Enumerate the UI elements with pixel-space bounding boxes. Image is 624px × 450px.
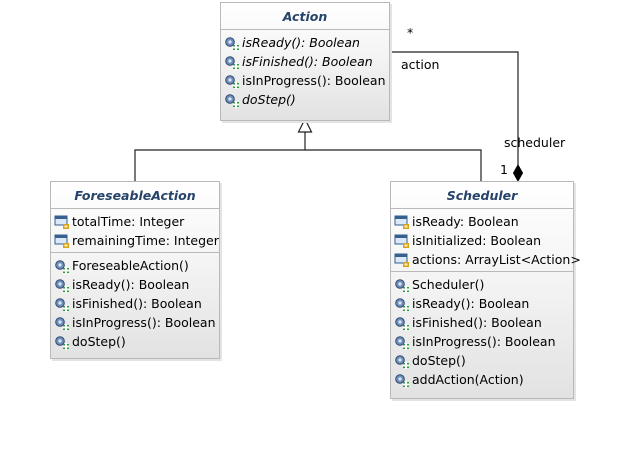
inheritance-arrowhead: [297, 117, 313, 133]
method-icon: [395, 335, 409, 350]
role-action-label: action: [401, 57, 440, 72]
operation-row[interactable]: isFinished(): Boolean: [391, 313, 573, 332]
generalization-line-scheduler: [305, 149, 482, 181]
operation-row[interactable]: isInProgress(): Boolean: [391, 332, 573, 351]
method-icon: [225, 36, 239, 51]
field-icon: [394, 215, 409, 229]
class-action[interactable]: Action isReady(): Boolean isFinished(): …: [220, 2, 390, 121]
class-name: ForeseableAction: [51, 182, 219, 209]
attribute-row[interactable]: isInitialized: Boolean: [391, 231, 573, 250]
field-icon: [394, 234, 409, 248]
operation-row[interactable]: isReady(): Boolean: [51, 275, 219, 294]
operation-row[interactable]: isReady(): Boolean: [221, 33, 389, 52]
operation-row[interactable]: ForeseableAction(): [51, 256, 219, 275]
operations-compartment: isReady(): Boolean isFinished(): Boolean…: [221, 30, 389, 111]
operation-row[interactable]: isFinished(): Boolean: [51, 294, 219, 313]
method-icon: [395, 297, 409, 312]
role-scheduler-label: scheduler: [504, 135, 566, 150]
method-icon: [395, 354, 409, 369]
method-icon: [395, 278, 409, 293]
operation-row[interactable]: doStep(): [51, 332, 219, 351]
method-icon: [55, 278, 69, 293]
operation-row[interactable]: doStep(): [391, 351, 573, 370]
field-icon: [54, 215, 69, 229]
operation-row[interactable]: isReady(): Boolean: [391, 294, 573, 313]
attribute-row[interactable]: actions: ArrayList<Action>: [391, 250, 581, 269]
attributes-compartment: totalTime: Integer remainingTime: Intege…: [51, 209, 219, 253]
method-icon: [55, 259, 69, 274]
operation-row[interactable]: isInProgress(): Boolean: [51, 313, 219, 332]
multiplicity-many-label: *: [407, 25, 414, 40]
method-icon: [55, 297, 69, 312]
operation-row[interactable]: Scheduler(): [391, 275, 573, 294]
operation-row[interactable]: isFinished(): Boolean: [221, 52, 389, 71]
method-icon: [55, 335, 69, 350]
class-name: Scheduler: [391, 182, 573, 209]
method-icon: [225, 93, 239, 108]
field-icon: [394, 253, 409, 267]
association-line: [390, 51, 519, 165]
operations-compartment: Scheduler() isReady(): Boolean isFinishe…: [391, 272, 573, 391]
multiplicity-one-label: 1: [500, 162, 508, 177]
attribute-row[interactable]: isReady: Boolean: [391, 212, 573, 231]
method-icon: [55, 316, 69, 331]
operations-compartment: ForeseableAction() isReady(): Boolean is…: [51, 253, 219, 353]
composition-diamond: [512, 163, 524, 183]
generalization-line-foreseeable: [134, 149, 305, 181]
attribute-row[interactable]: totalTime: Integer: [51, 212, 219, 231]
attribute-row[interactable]: remainingTime: Integer: [51, 231, 219, 250]
attributes-compartment: isReady: Boolean isInitialized: Boolean …: [391, 209, 581, 272]
operation-row[interactable]: isInProgress(): Boolean: [221, 71, 389, 90]
field-icon: [54, 234, 69, 248]
operation-row[interactable]: doStep(): [221, 90, 389, 109]
class-name: Action: [221, 3, 389, 30]
method-icon: [225, 74, 239, 89]
class-scheduler[interactable]: Scheduler isReady: Boolean isInitialized…: [390, 181, 581, 399]
operation-row[interactable]: addAction(Action): [391, 370, 573, 389]
class-foreseeable-action[interactable]: ForeseableAction totalTime: Integer rema…: [50, 181, 220, 359]
method-icon: [395, 373, 409, 388]
method-icon: [225, 55, 239, 70]
method-icon: [395, 316, 409, 331]
